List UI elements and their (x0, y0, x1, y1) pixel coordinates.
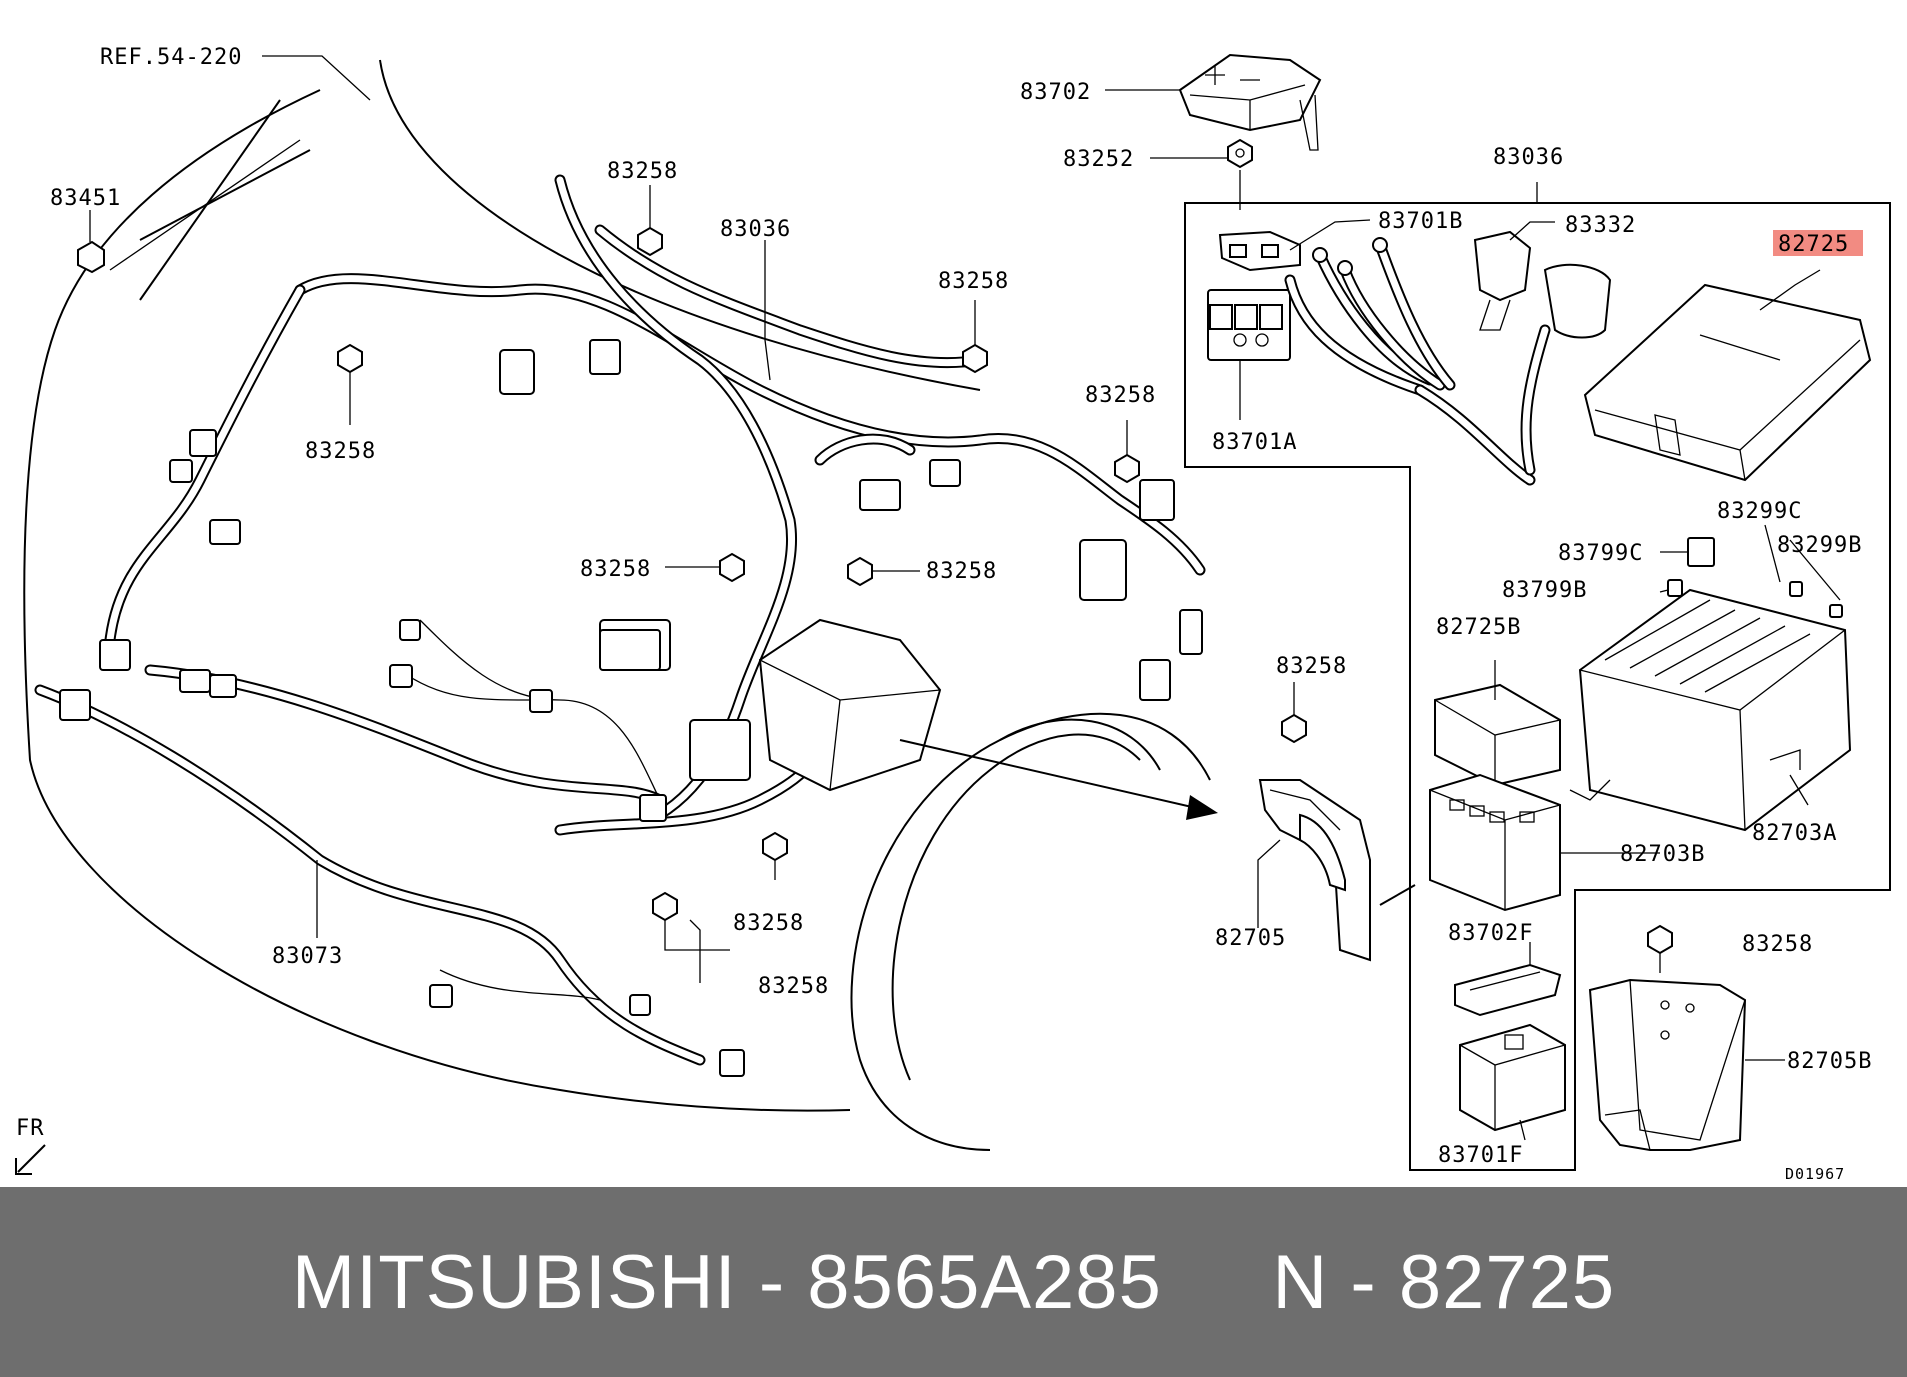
label-83701A: 83701A (1212, 430, 1297, 455)
label-83258-f: 83258 (926, 559, 997, 584)
fuse-box-detail-frame (1184, 202, 1891, 1171)
label-83799B: 83799B (1502, 578, 1587, 603)
label-83258-a: 83258 (607, 159, 678, 184)
label-83036: 83036 (720, 217, 791, 242)
label-83258-c: 83258 (1085, 383, 1156, 408)
cover-83702 (1178, 53, 1322, 151)
grommet-83332 (1473, 230, 1612, 476)
fusible-link-83701F (1459, 1023, 1566, 1132)
bolts-83258 (77, 226, 1673, 955)
label-82705: 82705 (1215, 926, 1286, 951)
assembly-arrow (899, 739, 1218, 820)
part-number-footer: MITSUBISHI - 8565A285 N - 82725 (0, 1187, 1907, 1377)
label-83799C: 83799C (1558, 541, 1643, 566)
label-82725: 82725 (1778, 232, 1849, 257)
label-83258-g: 83258 (1276, 654, 1347, 679)
front-direction-arrow-icon (15, 1144, 46, 1175)
label-83073: 83073 (272, 944, 343, 969)
label-82725B: 82725B (1436, 615, 1521, 640)
leader-lines (89, 55, 1841, 1141)
label-82703A: 82703A (1752, 821, 1837, 846)
engine-room-fuse-block (599, 618, 942, 792)
fuses-small (1667, 537, 1843, 618)
nut-83252 (1227, 138, 1253, 210)
cover-82725 (1583, 283, 1872, 482)
wiring-harness-83036 (104, 174, 1206, 826)
label-82705B: 82705B (1787, 1049, 1872, 1074)
fusible-link-83701B (1218, 230, 1301, 272)
battery-cables (1284, 237, 1536, 486)
label-83258-b: 83258 (938, 269, 1009, 294)
label-83258-i: 83258 (758, 974, 829, 999)
label-83258-j: 83258 (1742, 932, 1813, 957)
wiring-harness-diagram: REF.54-220 83702 83252 83036 83701B 8333… (15, 45, 1891, 1183)
label-83299C: 83299C (1717, 499, 1802, 524)
callout-labels: REF.54-220 83702 83252 83036 83701B 8333… (16, 45, 1872, 1183)
label-83036-box: 83036 (1493, 145, 1564, 170)
wheel-tire (850, 712, 1211, 1151)
highlight-82725 (1773, 230, 1863, 256)
label-83252: 83252 (1063, 147, 1134, 172)
label-83451: 83451 (50, 186, 121, 211)
ref-label: REF.54-220 (100, 45, 242, 70)
label-83701F: 83701F (1438, 1143, 1523, 1168)
relay-box-82703A (1569, 588, 1852, 832)
label-83702F: 83702F (1448, 921, 1533, 946)
drawing-code: D01967 (1785, 1165, 1845, 1183)
connector-83702F (1454, 963, 1562, 1017)
label-83702: 83702 (1020, 80, 1091, 105)
label-83258-d: 83258 (305, 439, 376, 464)
label-83332: 83332 (1565, 213, 1636, 238)
label-83258-e: 83258 (580, 557, 651, 582)
label-83701B: 83701B (1378, 209, 1463, 234)
label-83258-h: 83258 (733, 911, 804, 936)
fusible-link-83701A (1207, 289, 1291, 380)
label-82703B: 82703B (1620, 842, 1705, 867)
car-body-outline (23, 59, 981, 1112)
fr-label: FR (16, 1116, 45, 1141)
bracket-82705B (1588, 978, 1747, 1151)
cover-82725B (1434, 683, 1561, 787)
part-number-caption: MITSUBISHI - 8565A285 N - 82725 (291, 1239, 1616, 1325)
harness-connectors (59, 339, 1203, 1077)
bracket-82705 (1258, 779, 1416, 962)
label-83299B: 83299B (1777, 533, 1862, 558)
relay-box-82703B (1429, 773, 1561, 912)
